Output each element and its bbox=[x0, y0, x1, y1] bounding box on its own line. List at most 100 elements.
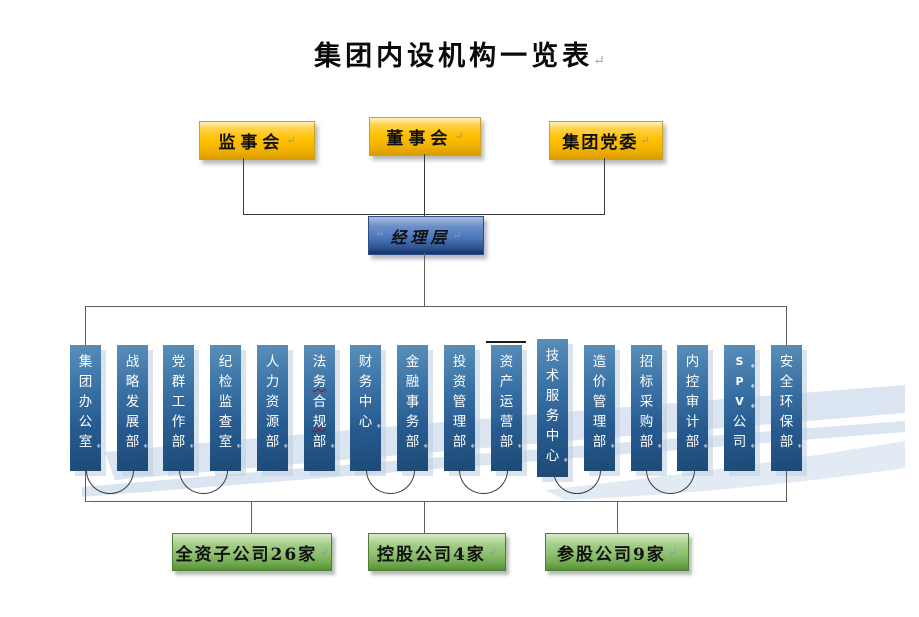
dept-box[interactable]: S↵P↵V↵公司↵ bbox=[724, 345, 759, 471]
dept-box[interactable]: 投资管理部↵ bbox=[444, 345, 479, 471]
page-title-text: 集团内设机构一览表 bbox=[314, 41, 594, 72]
dept-label-char: 部↵ bbox=[452, 434, 479, 452]
dept-box[interactable]: 招标采购部↵ bbox=[631, 345, 666, 471]
dept-label-char: 中 bbox=[358, 394, 373, 410]
dept-box[interactable]: 战略发展部↵ bbox=[117, 345, 152, 471]
dept-label-char: 营 bbox=[499, 414, 514, 430]
dept-label-char: 部↵ bbox=[125, 434, 152, 452]
dept-label-char: 金 bbox=[405, 354, 420, 370]
dept-box[interactable]: 技术服务中心↵ bbox=[537, 339, 572, 477]
connector-line bbox=[251, 501, 253, 533]
dept-box[interactable]: 财务中心↵ bbox=[350, 345, 385, 471]
paragraph-mark: ↵ bbox=[610, 441, 619, 452]
dept-label-char: 采 bbox=[639, 394, 654, 410]
paragraph-mark: ↵ bbox=[657, 441, 666, 452]
dept-label-char: 部↵ bbox=[171, 434, 198, 452]
stray-overline bbox=[486, 341, 526, 343]
dept-box[interactable]: 造价管理部↵ bbox=[584, 345, 619, 471]
dept-label-char: 术 bbox=[545, 368, 560, 384]
paragraph-mark: ↵ bbox=[593, 53, 605, 69]
node-label: 参股公司9家 bbox=[556, 544, 666, 565]
dept-label-char: 检 bbox=[218, 374, 233, 390]
pair-arc-connector bbox=[552, 470, 602, 494]
dept-label-char: 心↵ bbox=[545, 448, 572, 466]
node-wholly-owned-subsidiaries[interactable]: 全资子公司26家↵ bbox=[172, 533, 332, 571]
dept-label-char: 投 bbox=[452, 354, 467, 370]
paragraph-mark: ↵ bbox=[517, 441, 526, 452]
connector-line bbox=[243, 214, 605, 216]
dept-label-char: 作 bbox=[171, 414, 186, 430]
dept-box[interactable]: 法务合规部↵ bbox=[304, 345, 339, 471]
dept-label-char: 部↵ bbox=[312, 434, 339, 452]
dept-label-char: 安 bbox=[779, 354, 794, 370]
pair-arc-connector bbox=[646, 470, 695, 494]
dept-label-char: 室↵ bbox=[78, 434, 105, 452]
dept-label-char: 控 bbox=[685, 374, 700, 390]
dept-label-char: 环 bbox=[779, 394, 794, 410]
dept-label-char: 造 bbox=[592, 354, 607, 370]
dept-label-char: 务 bbox=[358, 374, 373, 390]
paragraph-mark: ↵ bbox=[375, 227, 385, 240]
dept-box[interactable]: 集团办公室↵ bbox=[70, 345, 105, 471]
connector-line bbox=[85, 306, 787, 308]
paragraph-mark: ↵ bbox=[143, 441, 152, 452]
connector-line bbox=[424, 501, 426, 533]
dept-label-char: 价 bbox=[592, 374, 607, 390]
dept-label-char: 部↵ bbox=[685, 434, 712, 452]
dept-box[interactable]: 党群工作部↵ bbox=[163, 345, 198, 471]
dept-box[interactable]: 内控审计部↵ bbox=[677, 345, 712, 471]
dept-label-char: 事 bbox=[405, 394, 420, 410]
dept-label-char: 群 bbox=[171, 374, 186, 390]
dept-box[interactable]: 资产运营部↵ bbox=[491, 345, 526, 471]
dept-label-char: 监 bbox=[218, 394, 233, 410]
dept-label-char: 源 bbox=[265, 414, 280, 430]
dept-label-char: 融 bbox=[405, 374, 420, 390]
dept-label-char: 团 bbox=[78, 374, 93, 390]
pair-arc-connector bbox=[179, 470, 228, 494]
dept-label-char: 心↵ bbox=[358, 414, 385, 432]
node-label: 控股公司4家 bbox=[376, 544, 486, 565]
dept-label-char: 运 bbox=[499, 394, 514, 410]
node-supervisory-board[interactable]: 监事会↵ bbox=[199, 121, 315, 160]
node-holding-companies[interactable]: 控股公司4家↵ bbox=[368, 533, 506, 571]
dept-label-char: 室↵ bbox=[218, 434, 245, 452]
dept-box[interactable]: 金融事务部↵ bbox=[397, 345, 432, 471]
paragraph-mark: ↵ bbox=[376, 421, 385, 432]
connector-line bbox=[85, 471, 87, 501]
paragraph-mark: ↵ bbox=[703, 441, 712, 452]
paragraph-mark: ↵ bbox=[286, 134, 296, 147]
dept-label-char: 部↵ bbox=[265, 434, 292, 452]
node-group-party-committee[interactable]: 集团党委↵ bbox=[549, 121, 663, 160]
dept-label-char: 计 bbox=[685, 414, 700, 430]
paragraph-mark: ↵ bbox=[454, 130, 464, 143]
dept-label-char: 党 bbox=[171, 354, 186, 370]
paragraph-mark: ↵ bbox=[423, 441, 432, 452]
connector-line bbox=[424, 154, 426, 216]
paragraph-mark: ↵ bbox=[750, 441, 759, 452]
dept-label-char: 理 bbox=[592, 414, 607, 430]
dept-label-char: 内 bbox=[685, 354, 700, 370]
dept-box[interactable]: 人力资源部↵ bbox=[257, 345, 292, 471]
paragraph-mark: ↵ bbox=[487, 545, 498, 559]
dept-box[interactable]: 安全环保部↵ bbox=[771, 345, 806, 471]
connector-line bbox=[243, 158, 245, 214]
dept-label-char: 服 bbox=[545, 388, 560, 404]
connector-line bbox=[786, 471, 788, 501]
node-equity-participation-companies[interactable]: 参股公司9家↵ bbox=[545, 533, 689, 571]
dept-label-char: 部↵ bbox=[779, 434, 806, 452]
dept-label-char: 纪 bbox=[218, 354, 233, 370]
dept-label-char: 理 bbox=[452, 414, 467, 430]
dept-label-char: 查 bbox=[218, 414, 233, 430]
node-board-of-directors[interactable]: 董事会↵ bbox=[369, 117, 481, 156]
node-management-level[interactable]: ↵ 经理层↵ bbox=[368, 216, 484, 255]
paragraph-mark: ↵ bbox=[640, 134, 650, 147]
dept-label-char: 财 bbox=[358, 354, 373, 370]
connector-line bbox=[85, 306, 87, 345]
dept-box[interactable]: 纪检监查室↵ bbox=[210, 345, 245, 471]
dept-label-char: 公 bbox=[78, 414, 93, 430]
dept-label-char: 部↵ bbox=[405, 434, 432, 452]
node-label: 全资子公司26家 bbox=[175, 544, 318, 565]
dept-label-char: 发 bbox=[125, 394, 140, 410]
